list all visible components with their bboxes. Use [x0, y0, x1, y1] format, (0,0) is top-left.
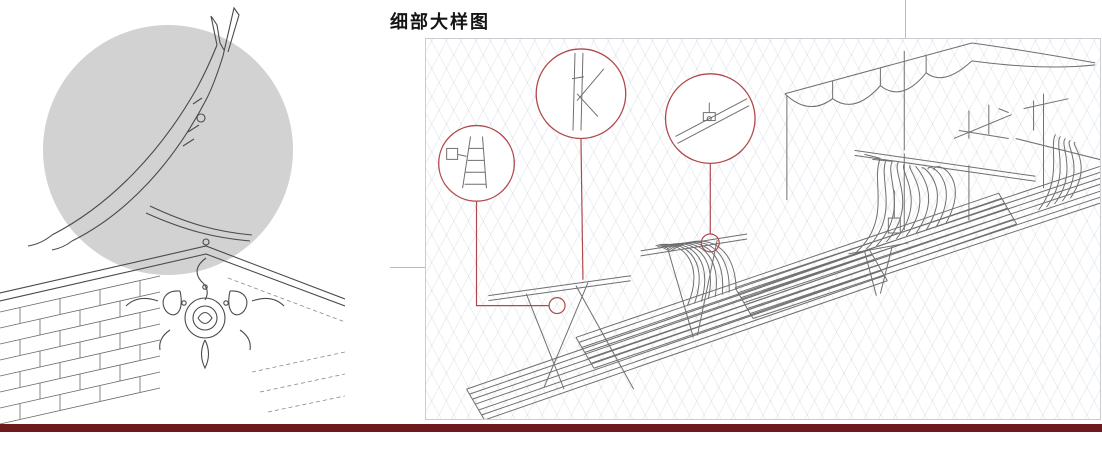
- trestle-left: [488, 275, 635, 390]
- right-wall-dashes: [227, 277, 345, 413]
- axonometric-detail-drawing: [438, 42, 1100, 419]
- detail-callout-connector: [664, 73, 756, 164]
- bent-strip-fan-middle: [655, 240, 737, 306]
- canopy-sheet: [784, 42, 1096, 201]
- brick-courses: [0, 275, 161, 425]
- bent-strip-fan-right: [1038, 134, 1082, 211]
- swallowtail-ridge: [27, 6, 253, 251]
- detail-callout-pole: [535, 48, 627, 140]
- detail-drawing-panel: [425, 38, 1101, 420]
- support-beam-back: [854, 149, 1036, 230]
- callout-leaders: [475, 138, 720, 315]
- gable-rooflines: [0, 238, 345, 307]
- bent-strip-fan-back: [856, 153, 956, 253]
- roof-ridge-sketch: [0, 6, 345, 425]
- bracket-cluster-top: [953, 104, 1012, 139]
- backdrop-circle: [43, 25, 293, 275]
- slat-track-back: [734, 165, 1100, 320]
- detail-callout-ladder: [438, 124, 515, 202]
- detail-panel-title: 细部大样图: [390, 12, 490, 32]
- bottom-accent-bar: [0, 424, 1102, 432]
- top-vertical-rule: [905, 0, 906, 38]
- trestle-right-small: [848, 242, 909, 296]
- slat-track-middle: [575, 192, 1018, 369]
- frame-far-right: [1015, 93, 1100, 189]
- roof-ridge-sketch-panel: [0, 0, 345, 425]
- gable-ornament: [125, 257, 285, 370]
- panel-left-tick: [390, 267, 425, 268]
